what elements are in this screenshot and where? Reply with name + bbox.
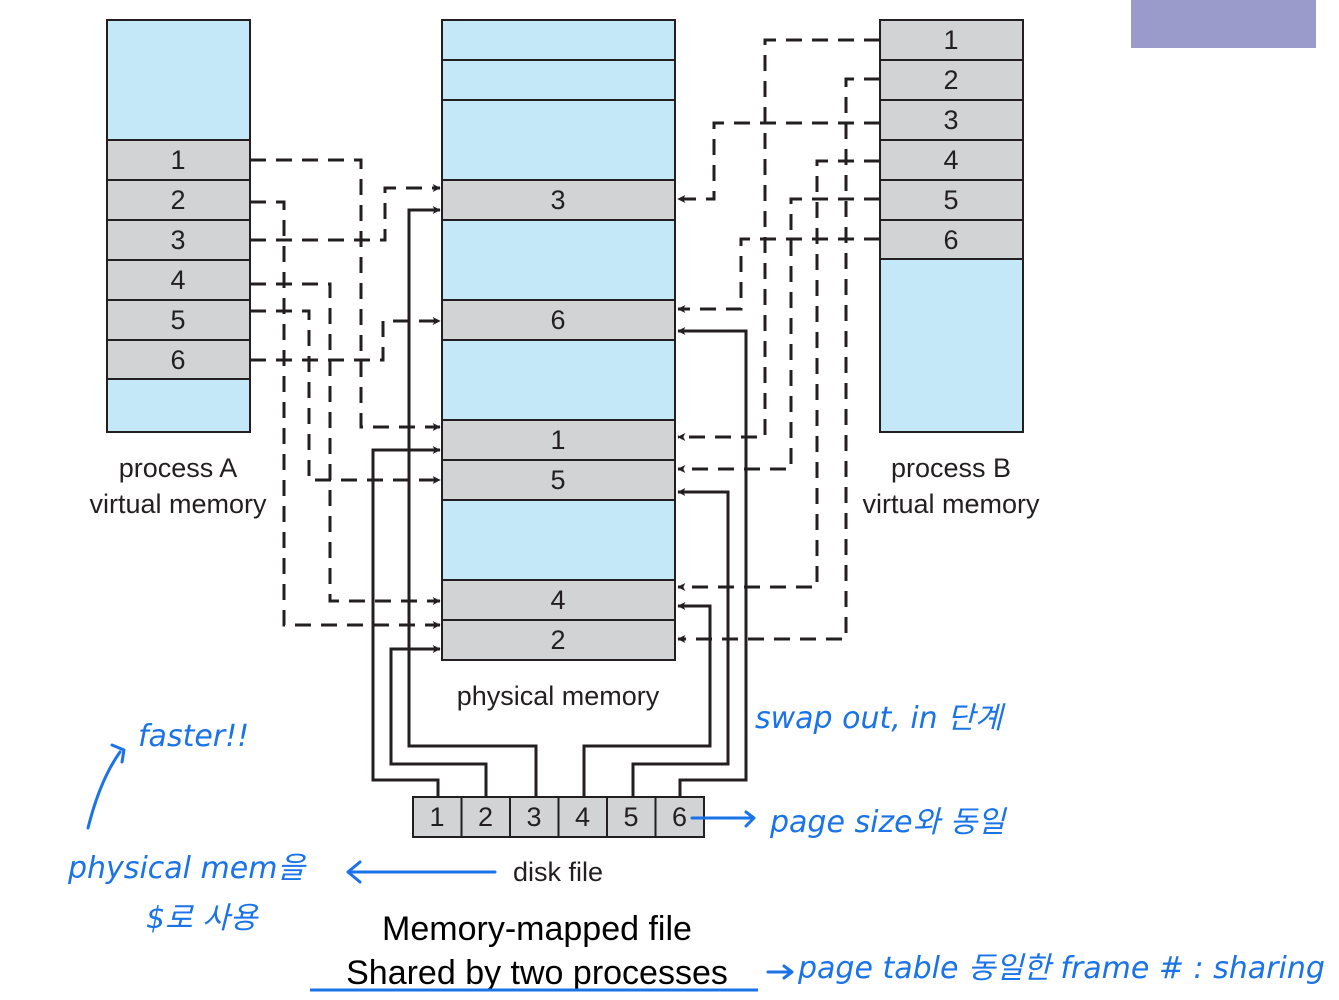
physical-memory-label: physical memory: [457, 681, 660, 711]
process-a-page: [106, 259, 251, 301]
page-size-arrow: [690, 810, 756, 828]
annotations: faster!! physical mem을 $로 사용 swap out, i…: [67, 701, 1325, 986]
physical-frame-number: 3: [550, 185, 565, 215]
process-b-page-number: 1: [943, 25, 958, 55]
physical-frame-free: [441, 59, 676, 101]
physical-frame-used: [441, 459, 676, 501]
disk-block3-to-frame3: [407, 206, 538, 797]
annotation-page-size: page size와 동일: [769, 805, 1007, 840]
process-a-page-number: 5: [170, 305, 185, 335]
process-a-page-number: 6: [170, 345, 185, 375]
process-b-page-number: 4: [943, 145, 958, 175]
physical-frame-used: [441, 299, 676, 341]
faster-arrow: [86, 743, 126, 830]
map-a-page5: [250, 309, 441, 484]
physical-frame-number: 4: [550, 585, 565, 615]
process-a-page-number: 1: [170, 145, 185, 175]
physical-frame-number: 2: [550, 625, 565, 655]
disk-block4-to-frame4: [582, 602, 712, 797]
disk-mappings: [371, 206, 748, 797]
process-b-memory: 1 2 3 4 5 6 process B virtual memory: [862, 19, 1040, 519]
process-b-page-number: 3: [943, 105, 958, 135]
process-a-page: [106, 339, 251, 381]
map-a-page1: [250, 158, 441, 431]
physical-frame-number: 6: [550, 305, 565, 335]
process-b-page: [879, 59, 1024, 101]
disk-block5-to-frame5: [631, 488, 730, 797]
title-line1: Memory-mapped file: [382, 910, 692, 948]
map-b-page5: [677, 197, 880, 473]
map-a-page2: [250, 200, 441, 629]
disk-block-number: 6: [672, 802, 687, 832]
process-a-memory: 1 2 3 4 5 6 process A virtual memory: [89, 19, 267, 519]
physical-frame-number: 5: [550, 465, 565, 495]
disk-block-number: 3: [526, 802, 541, 832]
process-b-free-bottom: [879, 258, 1024, 433]
process-a-page: [106, 179, 251, 221]
disk-block-number: 4: [575, 802, 590, 832]
process-b-page-number: 2: [943, 65, 958, 95]
disk-block6-to-frame6: [677, 327, 748, 797]
process-a-page-number: 4: [170, 265, 185, 295]
disk-to-physmem-arrow: [346, 860, 497, 884]
physical-frame-used: [441, 579, 676, 621]
physical-memory: 3 6 1 5 4 2 physical memory: [441, 19, 676, 711]
physical-frame-free: [441, 19, 676, 61]
physical-frame-free: [441, 499, 676, 581]
disk-block: [509, 796, 560, 838]
annotation-faster: faster!!: [138, 719, 249, 754]
process-a-page: [106, 139, 251, 181]
annotation-physical-mem: physical mem을: [67, 851, 307, 886]
physical-frame-free: [441, 99, 676, 181]
disk-block: [557, 796, 608, 838]
physical-frame-used: [441, 619, 676, 661]
process-b-page-number: 5: [943, 185, 958, 215]
process-a-label-line2: virtual memory: [89, 489, 267, 519]
map-b-page6: [677, 237, 880, 313]
physical-frame-free: [441, 339, 676, 421]
disk-block-number: 5: [623, 802, 638, 832]
process-a-mappings: [250, 158, 441, 629]
map-b-page2: [677, 77, 880, 643]
annotation-page-table: page table 동일한 frame # : sharing: [797, 951, 1325, 986]
title-line2: Shared by two processes: [346, 954, 728, 992]
process-b-label-line1: process B: [891, 453, 1011, 483]
page-table-arrow: [766, 964, 794, 980]
disk-block-number: 1: [429, 802, 444, 832]
physical-frame-free: [441, 219, 676, 301]
corner-decoration: [1131, 0, 1316, 48]
process-a-free-top: [106, 19, 251, 141]
annotation-swap: swap out, in 단계: [755, 701, 1006, 736]
disk-block: [412, 796, 463, 838]
map-a-page4: [250, 282, 441, 605]
process-a-page-number: 2: [170, 185, 185, 215]
process-a-free-bottom: [106, 378, 251, 433]
map-a-page6: [250, 317, 441, 362]
annotation-cache-use: $로 사용: [146, 901, 259, 936]
process-b-mappings: [677, 38, 880, 643]
process-a-label-line1: process A: [119, 453, 238, 483]
process-b-label-line2: virtual memory: [862, 489, 1040, 519]
disk-block2-to-frame2: [389, 645, 488, 797]
map-b-page4: [677, 159, 880, 591]
process-b-page-number: 6: [943, 225, 958, 255]
physical-frame-number: 1: [550, 425, 565, 455]
map-a-page3: [250, 184, 441, 242]
disk-block1-to-frame1: [371, 446, 441, 797]
map-b-page3: [677, 121, 880, 203]
process-a-page-number: 3: [170, 225, 185, 255]
disk-file-label: disk file: [513, 857, 603, 887]
disk-block-number: 2: [478, 802, 493, 832]
